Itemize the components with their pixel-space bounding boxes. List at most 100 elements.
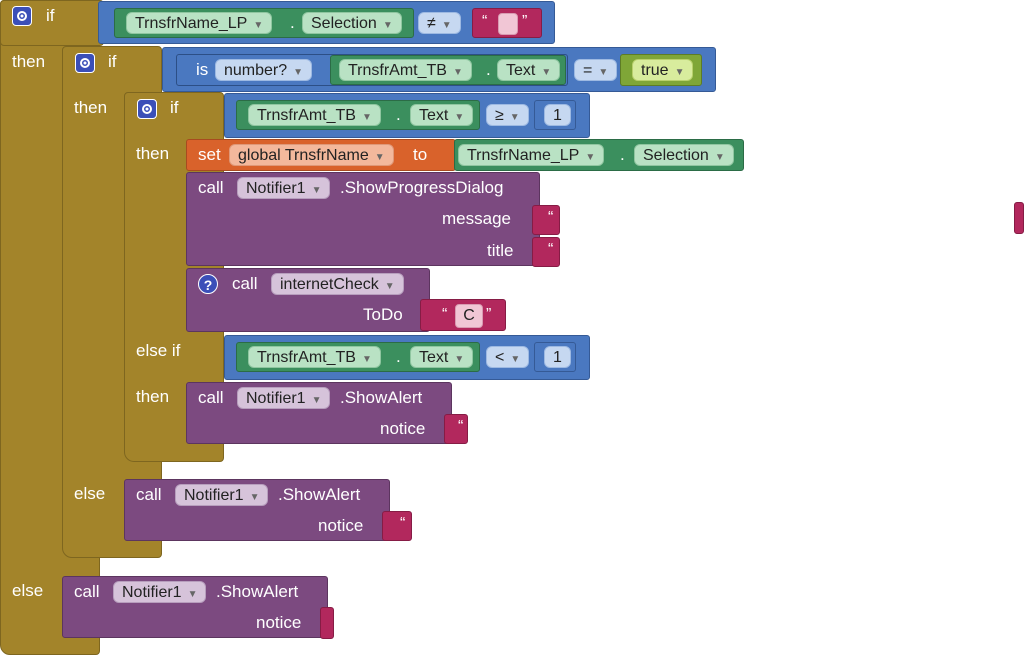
- notifier-dropdown[interactable]: Notifier1▼: [237, 177, 331, 199]
- dropdown-arrow-icon: ▼: [361, 112, 372, 123]
- dropdown-arrow-icon: ▼: [311, 185, 322, 196]
- quote-close: ”: [486, 306, 492, 323]
- title-param: title: [487, 241, 514, 260]
- notice-text-block[interactable]: [320, 607, 334, 639]
- if-keyword: if: [108, 52, 117, 71]
- operator-dropdown[interactable]: ≠▼: [418, 12, 461, 34]
- dropdown-arrow-icon: ▼: [187, 589, 198, 600]
- property-dropdown[interactable]: Selection▼: [302, 12, 402, 34]
- if-keyword: if: [170, 98, 179, 117]
- notifier-dropdown[interactable]: Notifier1▼: [113, 581, 207, 603]
- notice-param: notice: [380, 419, 426, 438]
- dropdown-arrow-icon: ▼: [374, 152, 385, 163]
- procedure-dropdown[interactable]: internetCheck▼: [271, 273, 404, 295]
- dot-separator: .: [620, 145, 625, 164]
- notice-param: notice: [318, 516, 364, 535]
- call-keyword: call: [74, 582, 100, 601]
- dropdown-arrow-icon: ▼: [510, 354, 521, 365]
- number-value[interactable]: 1: [544, 104, 571, 126]
- if-keyword: if: [46, 6, 55, 25]
- dropdown-arrow-icon: ▼: [253, 20, 264, 31]
- component-dropdown[interactable]: TrnsfrAmt_TB▼: [248, 104, 381, 126]
- quote-close: ”: [522, 13, 528, 30]
- dot-separator: .: [290, 13, 295, 32]
- call-keyword: call: [198, 178, 224, 197]
- dot-separator: .: [396, 105, 401, 124]
- component-dropdown[interactable]: TrnsfrName_LP▼: [126, 12, 273, 34]
- dropdown-arrow-icon: ▼: [454, 354, 465, 365]
- method-name: .ShowAlert: [340, 388, 423, 407]
- operator-dropdown[interactable]: <▼: [486, 346, 530, 368]
- else-if-keyword: else if: [136, 341, 181, 360]
- property-dropdown[interactable]: Text▼: [410, 346, 474, 368]
- message-text-block[interactable]: [532, 205, 560, 235]
- method-name: .ShowAlert: [216, 582, 299, 601]
- dropdown-arrow-icon: ▼: [714, 152, 725, 163]
- dropdown-arrow-icon: ▼: [454, 112, 465, 123]
- text-value-field[interactable]: [498, 13, 518, 35]
- component-dropdown[interactable]: TrnsfrAmt_TB▼: [248, 346, 381, 368]
- message-param: message: [442, 209, 511, 228]
- then-keyword: then: [12, 52, 46, 71]
- method-name: .ShowProgressDialog: [340, 178, 504, 197]
- call-keyword: call: [198, 388, 224, 407]
- detached-text-block[interactable]: [1014, 202, 1024, 234]
- dropdown-arrow-icon: ▼: [509, 112, 520, 123]
- gear-icon[interactable]: [12, 6, 32, 26]
- dropdown-arrow-icon: ▼: [361, 354, 372, 365]
- property-dropdown[interactable]: Selection▼: [634, 144, 734, 166]
- dropdown-arrow-icon: ▼: [293, 67, 304, 78]
- quote-open: “: [458, 418, 464, 435]
- gear-icon[interactable]: [75, 53, 95, 73]
- quote-open: “: [482, 13, 488, 30]
- property-dropdown[interactable]: Text▼: [497, 59, 561, 81]
- dropdown-arrow-icon: ▼: [541, 67, 552, 78]
- then-keyword: then: [136, 387, 170, 406]
- to-keyword: to: [413, 145, 428, 164]
- todo-value: C: [463, 307, 475, 324]
- dropdown-arrow-icon: ▼: [598, 67, 609, 78]
- number-value[interactable]: 1: [544, 346, 571, 368]
- else-keyword: else: [74, 484, 106, 503]
- dropdown-arrow-icon: ▼: [384, 281, 395, 292]
- dropdown-arrow-icon: ▼: [452, 67, 463, 78]
- quote-open: “: [400, 515, 406, 532]
- quote-open: “: [548, 209, 554, 226]
- dropdown-arrow-icon: ▼: [585, 152, 596, 163]
- operator-dropdown[interactable]: ≥▼: [486, 104, 529, 126]
- notifier-dropdown[interactable]: Notifier1▼: [237, 387, 331, 409]
- notice-text-block[interactable]: [382, 511, 412, 541]
- then-keyword: then: [74, 98, 108, 117]
- notice-text-block[interactable]: [444, 414, 468, 444]
- method-name: .ShowAlert: [278, 485, 361, 504]
- text-value-field[interactable]: C: [455, 304, 483, 328]
- property-dropdown[interactable]: Text▼: [410, 104, 474, 126]
- then-keyword: then: [136, 144, 170, 163]
- dropdown-arrow-icon: ▼: [674, 67, 685, 78]
- dropdown-arrow-icon: ▼: [311, 395, 322, 406]
- quote-open: “: [442, 306, 448, 323]
- component-dropdown[interactable]: TrnsfrAmt_TB▼: [339, 59, 472, 81]
- operator-dropdown[interactable]: =▼: [574, 59, 618, 81]
- dropdown-arrow-icon: ▼: [441, 20, 452, 31]
- call-keyword: call: [136, 485, 162, 504]
- set-keyword: set: [198, 145, 221, 164]
- call-keyword: call: [232, 274, 258, 293]
- title-text-block[interactable]: [532, 237, 560, 267]
- dropdown-arrow-icon: ▼: [382, 20, 393, 31]
- dot-separator: .: [486, 60, 491, 79]
- component-dropdown[interactable]: TrnsfrName_LP▼: [458, 144, 605, 166]
- else-keyword: else: [12, 581, 44, 600]
- dot-separator: .: [396, 347, 401, 366]
- gear-icon[interactable]: [137, 99, 157, 119]
- number-check-dropdown[interactable]: number?▼: [215, 59, 313, 81]
- variable-dropdown[interactable]: global TrnsfrName▼: [229, 144, 394, 166]
- dropdown-arrow-icon: ▼: [249, 492, 260, 503]
- help-icon[interactable]: ?: [198, 274, 218, 294]
- boolean-dropdown[interactable]: true▼: [632, 59, 694, 81]
- quote-open: “: [548, 241, 554, 258]
- notifier-dropdown[interactable]: Notifier1▼: [175, 484, 269, 506]
- notice-param: notice: [256, 613, 302, 632]
- todo-param: ToDo: [363, 305, 403, 324]
- is-keyword: is: [196, 60, 209, 79]
